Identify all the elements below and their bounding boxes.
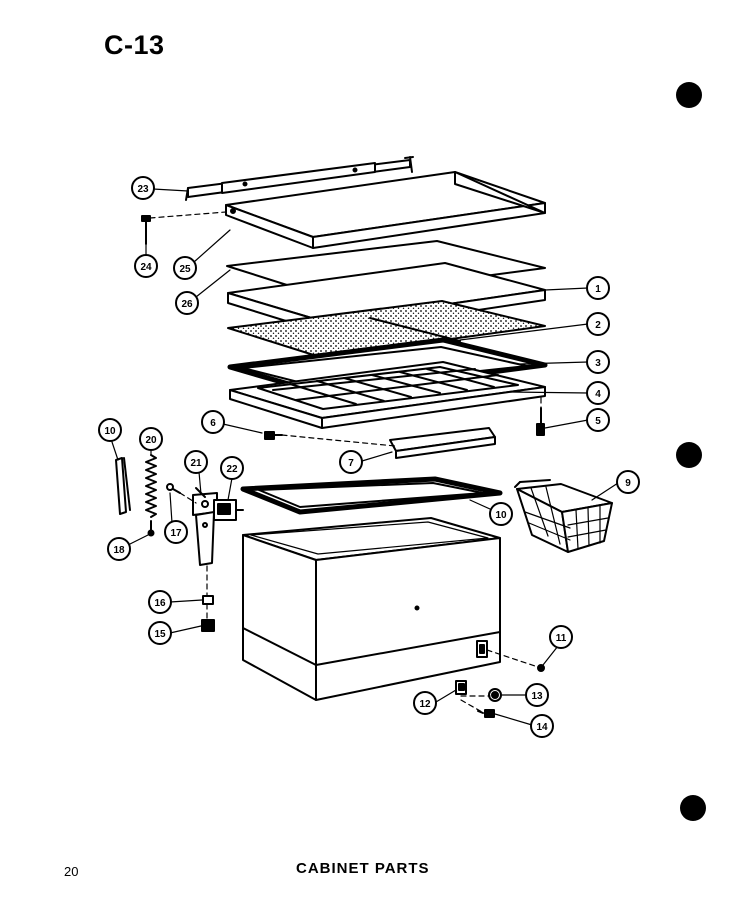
callout-1-label: 1 [595, 284, 601, 295]
callout-21: 21 [184, 450, 208, 474]
leader-lines [111, 188, 619, 726]
callout-26-label: 26 [181, 299, 193, 310]
callout-13-label: 13 [531, 691, 543, 702]
callout-23: 23 [131, 176, 155, 200]
callout-22-label: 22 [226, 464, 238, 475]
callout-6-label: 6 [210, 418, 216, 429]
hinge-spring [145, 454, 157, 537]
callout-4-label: 4 [595, 389, 601, 400]
callout-20: 20 [139, 427, 163, 451]
assembly-lines [149, 211, 542, 713]
callout-18: 18 [107, 537, 131, 561]
callout-25-label: 25 [179, 264, 191, 275]
callout-10-strip: 10 [98, 418, 122, 442]
callout-12: 12 [413, 691, 437, 715]
diagram-caption: CABINET PARTS [296, 860, 430, 877]
screw-6 [264, 431, 283, 440]
callout-11-label: 11 [556, 633, 567, 644]
binder-hole-middle [676, 442, 702, 468]
screw-14 [477, 709, 495, 718]
callout-10-cabinet: 10 [489, 502, 513, 526]
callout-26: 26 [175, 291, 199, 315]
callout-9: 9 [616, 470, 640, 494]
callout-3-label: 3 [595, 358, 601, 369]
callout-15: 15 [148, 621, 172, 645]
callout-7: 7 [339, 450, 363, 474]
callout-14-label: 14 [536, 722, 548, 733]
hinge-assembly [192, 487, 244, 566]
callout-24-label: 24 [140, 262, 152, 273]
callout-4: 4 [586, 381, 610, 405]
callouts: 1 2 3 4 5 6 7 9 10 10 11 12 13 14 15 16 … [98, 176, 640, 738]
callout-10-cabinet-label: 10 [495, 510, 507, 521]
hinge-bracket-rail [185, 156, 414, 201]
callout-20-label: 20 [145, 435, 157, 446]
callout-18-label: 18 [113, 545, 125, 556]
callout-12-label: 12 [419, 699, 431, 710]
callout-13: 13 [525, 683, 549, 707]
callout-25: 25 [173, 256, 197, 280]
inner-liner [229, 361, 546, 429]
switch-12 [455, 680, 467, 695]
binder-hole-bottom [680, 795, 706, 821]
callout-1: 1 [586, 276, 610, 300]
binder-hole-top [676, 82, 702, 108]
screw-5 [536, 407, 545, 436]
screw-24 [141, 215, 151, 245]
cabinet-body [242, 517, 501, 701]
callout-10-strip-label: 10 [104, 426, 116, 437]
handle-channel [389, 427, 496, 459]
callout-23-label: 23 [137, 184, 149, 195]
callout-21-label: 21 [190, 458, 202, 469]
callout-17-label: 17 [170, 528, 182, 539]
callout-16-label: 16 [154, 598, 166, 609]
foot-15 [201, 619, 215, 632]
callout-5: 5 [586, 408, 610, 432]
page-number: 20 [64, 864, 79, 879]
callout-14: 14 [530, 714, 554, 738]
callout-15-label: 15 [154, 629, 166, 640]
page-id: C-13 [104, 30, 165, 60]
nut-16 [202, 595, 214, 605]
callout-7-label: 7 [348, 458, 354, 469]
callout-2-label: 2 [595, 320, 601, 331]
callout-9-label: 9 [625, 478, 631, 489]
plug-11 [537, 664, 545, 672]
breaker-strip [240, 476, 503, 515]
callout-22: 22 [220, 456, 244, 480]
callout-6: 6 [201, 410, 225, 434]
nut-13 [488, 688, 502, 702]
callout-3: 3 [586, 350, 610, 374]
hinge-trim-strip [115, 457, 131, 515]
lid-insulation [227, 300, 546, 358]
callout-11: 11 [549, 625, 573, 649]
callout-17: 17 [164, 520, 188, 544]
callout-5-label: 5 [595, 416, 601, 427]
callout-2: 2 [586, 312, 610, 336]
callout-16: 16 [148, 590, 172, 614]
bolt-17 [166, 483, 181, 494]
lid-trim-frame [225, 171, 546, 249]
callout-24: 24 [134, 254, 158, 278]
wire-basket [514, 479, 613, 553]
